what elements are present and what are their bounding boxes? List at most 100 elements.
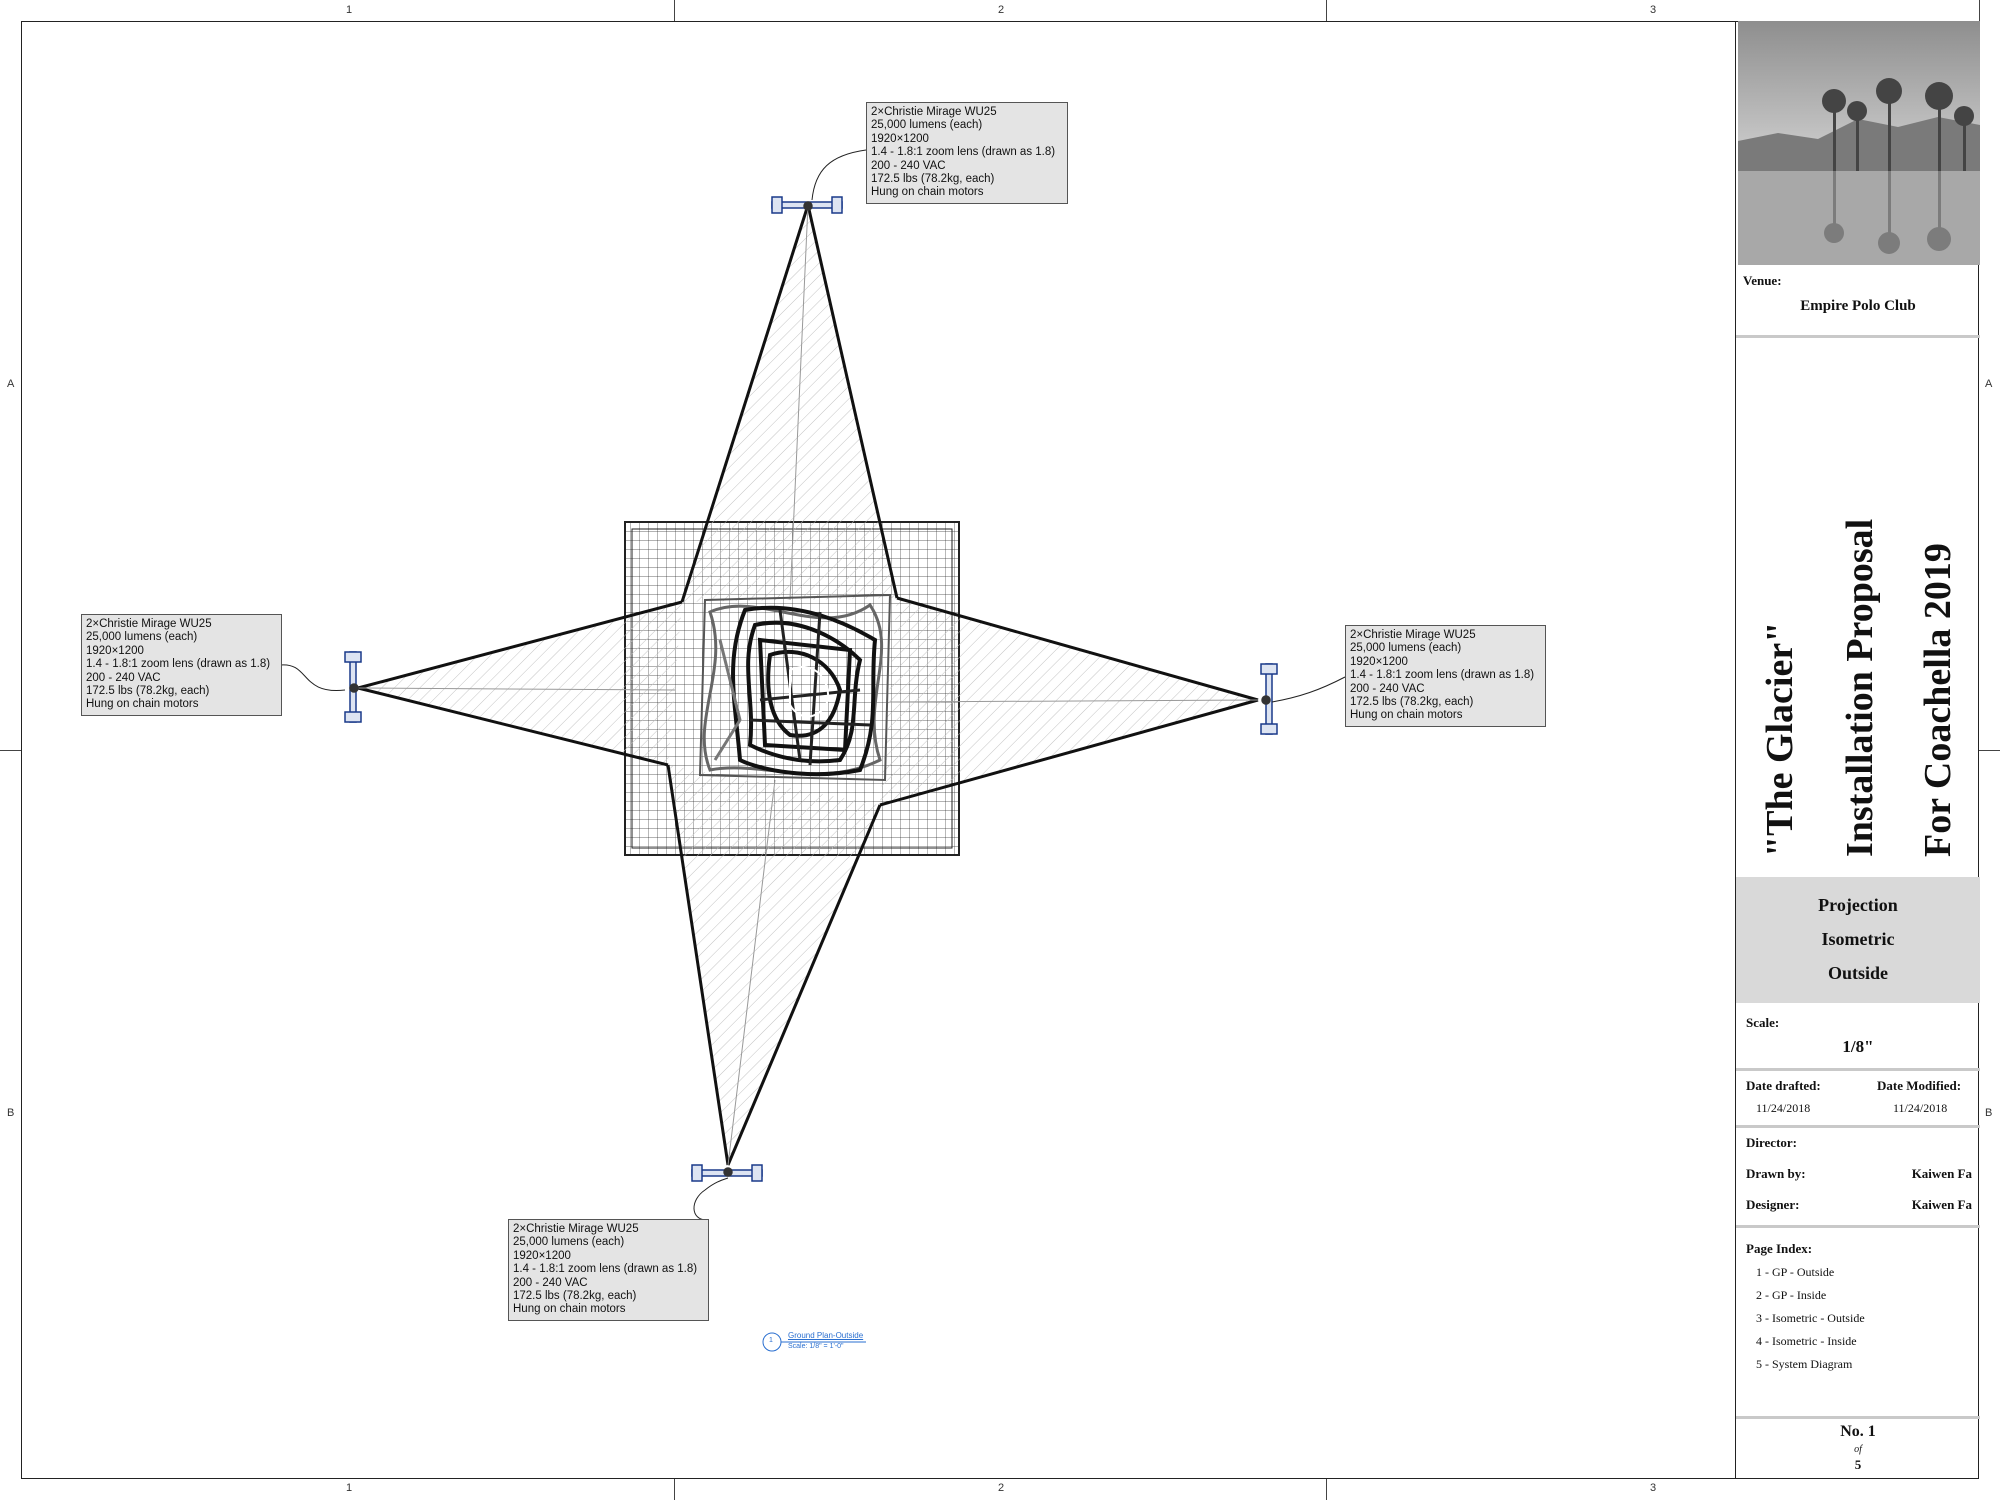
director-label: Director: — [1746, 1135, 1798, 1150]
view-reference-scale: Scale: 1/8" = 1'-0" — [788, 1343, 844, 1350]
page-index-label: Page Index: — [1746, 1241, 1813, 1256]
callout-line: 1920×1200 — [871, 132, 929, 145]
callout-line: 1.4 - 1.8:1 zoom lens (drawn as 1.8) — [1350, 669, 1535, 682]
total-sheets: 5 — [1854, 1457, 1862, 1472]
callout-line: 200 - 240 VAC — [871, 159, 946, 172]
callout-leaders — [279, 149, 1346, 1221]
zone-label-col-3-top: 3 — [1650, 4, 1657, 16]
projector-pair-bottom — [691, 1164, 763, 1182]
zone-label-row-b-left: B — [7, 1107, 15, 1119]
view-reference-number: 1 — [769, 1337, 773, 1344]
zone-label-row-a-right: A — [1985, 378, 1993, 390]
projector-callout-right: 2×Christie Mirage WU25 25,000 lumens (ea… — [1345, 625, 1546, 727]
page-index-item[interactable]: 4 - Isometric - Inside — [1756, 1334, 1857, 1348]
designer-label: Designer: — [1746, 1197, 1800, 1212]
callout-line: 25,000 lumens (each) — [1350, 642, 1462, 655]
projector-pair-top — [771, 196, 843, 214]
projector-callout-top: 2×Christie Mirage WU25 25,000 lumens (ea… — [866, 102, 1068, 204]
scale-label: Scale: — [1746, 1015, 1780, 1030]
callout-line: 1.4 - 1.8:1 zoom lens (drawn as 1.8) — [513, 1263, 698, 1276]
corner-box — [1979, 0, 2000, 21]
divider — [1736, 1068, 1980, 1071]
callout-line: 25,000 lumens (each) — [86, 631, 198, 644]
callout-line: Hung on chain motors — [871, 186, 984, 199]
view-reference-marker — [762, 1332, 866, 1352]
divider — [1736, 335, 1980, 338]
zone-divider — [1326, 0, 1327, 21]
zone-label-row-a-left: A — [7, 378, 15, 390]
zone-divider — [1979, 750, 2000, 751]
callout-line: 1920×1200 — [513, 1249, 571, 1262]
callout-line: 1.4 - 1.8:1 zoom lens (drawn as 1.8) — [871, 146, 1056, 159]
callout-line: Hung on chain motors — [1350, 709, 1463, 722]
zone-label-col-2-top: 2 — [998, 4, 1005, 16]
callout-line: Hung on chain motors — [86, 698, 199, 711]
callout-line: 2×Christie Mirage WU25 — [513, 1223, 639, 1235]
date-modified-value: 11/24/2018 — [1893, 1101, 1948, 1115]
date-drafted-label: Date drafted: — [1746, 1078, 1821, 1093]
drawn-by-label: Drawn by: — [1746, 1166, 1806, 1181]
projector-pair-left — [344, 651, 362, 723]
callout-line: 1920×1200 — [1350, 655, 1408, 668]
sheet-title-line-1: Projection — [1818, 895, 1898, 915]
page-index-item[interactable]: 1 - GP - Outside — [1756, 1265, 1835, 1279]
zone-divider — [674, 1479, 675, 1500]
projection-cone-top — [680, 204, 899, 603]
venue-name: Empire Polo Club — [1800, 298, 1916, 314]
view-reference-title[interactable]: Ground Plan-Outside — [788, 1331, 864, 1340]
designer-value: Kaiwen Fa — [1911, 1197, 1972, 1212]
date-drafted-value: 11/24/2018 — [1756, 1101, 1811, 1115]
project-title-line-1: "The Glacier" — [1759, 621, 1801, 857]
drawn-by-value: Kaiwen Fa — [1911, 1166, 1972, 1181]
projection-cone-bottom — [666, 764, 882, 1166]
callout-line: 200 - 240 VAC — [513, 1276, 588, 1289]
zone-label-col-1-bottom: 1 — [346, 1482, 353, 1494]
project-title-line-2: Installation Proposal — [1839, 518, 1881, 857]
project-title-rotated: "The Glacier" Installation Proposal For … — [1736, 0, 1980, 857]
project-title-line-3: For Coachella 2019 — [1917, 543, 1959, 857]
divider — [1736, 1416, 1980, 1419]
projector-pair-right — [1260, 663, 1278, 735]
divider — [1736, 1125, 1980, 1128]
callout-line: 25,000 lumens (each) — [513, 1236, 625, 1249]
projector-callout-left: 2×Christie Mirage WU25 25,000 lumens (ea… — [81, 614, 282, 716]
callout-line: 172.5 lbs (78.2kg, each) — [1350, 696, 1474, 709]
page-index-item[interactable]: 3 - Isometric - Outside — [1756, 1311, 1865, 1325]
callout-line: 1920×1200 — [86, 644, 144, 657]
sheet-of-label: of — [1854, 1444, 1862, 1455]
scale-value: 1/8" — [1842, 1037, 1874, 1056]
title-block: Venue: Empire Polo Club "The Glacier" In… — [1735, 21, 1980, 1479]
callout-line: 1.4 - 1.8:1 zoom lens (drawn as 1.8) — [86, 658, 271, 671]
callout-line: 200 - 240 VAC — [1350, 682, 1425, 695]
zone-label-col-2-bottom: 2 — [998, 1482, 1005, 1494]
zone-label-col-3-bottom: 3 — [1650, 1482, 1657, 1494]
sheet-border — [21, 21, 1979, 1479]
callout-line: 2×Christie Mirage WU25 — [871, 106, 997, 118]
callout-line: 172.5 lbs (78.2kg, each) — [871, 173, 995, 186]
venue-label: Venue: — [1743, 273, 1782, 288]
sheet-title-line-3: Outside — [1827, 963, 1888, 983]
projector-callout-bottom: 2×Christie Mirage WU25 25,000 lumens (ea… — [508, 1219, 709, 1321]
page-index-item[interactable]: 5 - System Diagram — [1756, 1357, 1853, 1371]
venue-photo — [1738, 21, 1980, 265]
zone-divider — [1326, 1479, 1327, 1500]
callout-line: 172.5 lbs (78.2kg, each) — [513, 1290, 637, 1303]
zone-label-row-b-right: B — [1985, 1107, 1993, 1119]
callout-line: 2×Christie Mirage WU25 — [86, 618, 212, 630]
zone-divider — [674, 0, 675, 21]
callout-line: 200 - 240 VAC — [86, 671, 161, 684]
callout-line: 2×Christie Mirage WU25 — [1350, 629, 1476, 641]
callout-line: Hung on chain motors — [513, 1303, 626, 1316]
zone-divider — [0, 750, 21, 751]
sheet-title-box: Projection Isometric Outside — [1736, 877, 1980, 1003]
sheet-title-line-2: Isometric — [1821, 929, 1895, 949]
projection-cone-right — [879, 596, 1259, 807]
projection-drawing — [279, 149, 1346, 1352]
zone-label-col-1-top: 1 — [346, 4, 353, 16]
projection-cone-left — [357, 600, 683, 767]
sheet-number: No. 1 — [1840, 1423, 1876, 1440]
callout-line: 172.5 lbs (78.2kg, each) — [86, 685, 210, 698]
date-modified-label: Date Modified: — [1877, 1078, 1962, 1093]
glacier-sculpture — [698, 593, 892, 782]
page-index-item[interactable]: 2 - GP - Inside — [1756, 1288, 1827, 1302]
